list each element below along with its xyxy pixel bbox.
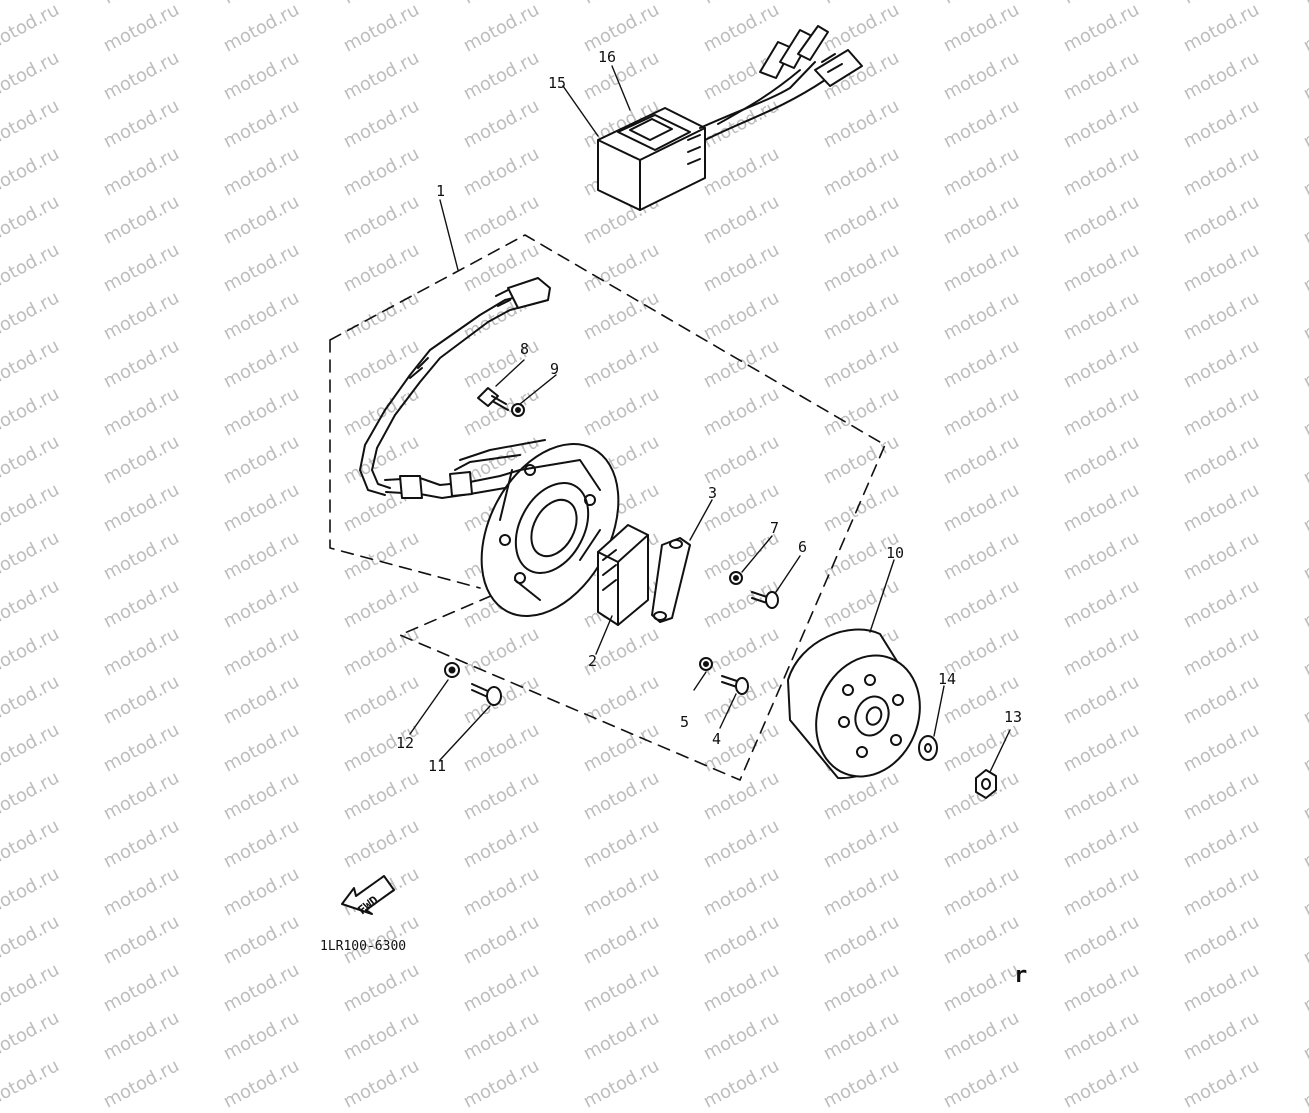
callout-5: 5 (680, 713, 689, 731)
watermark-text: motod.ru (100, 1055, 183, 1113)
nut-13 (976, 770, 996, 798)
watermark-text: motod.ru (700, 1055, 783, 1113)
watermark-text: motod.ru (340, 1007, 423, 1065)
pickup-coil (598, 525, 648, 625)
screw-6 (752, 592, 778, 608)
callout-10: 10 (886, 544, 904, 562)
callout-9: 9 (550, 360, 559, 378)
callout-15: 15 (548, 74, 566, 92)
watermark-text: motod.ru (100, 1007, 183, 1065)
watermark-text: motod.ru (220, 1007, 303, 1065)
flywheel-rotor (788, 630, 938, 793)
watermark-text: motod.ru (580, 1007, 663, 1065)
watermark-text: motod.ru (0, 1055, 63, 1113)
screw-4 (722, 676, 748, 694)
corner-mark: r (1014, 963, 1027, 982)
watermark-text: motod.ru (460, 1055, 543, 1113)
watermark-text: motod.ru (940, 1007, 1023, 1065)
stator-plate (454, 421, 646, 640)
screw-8 (478, 388, 508, 410)
callout-3: 3 (708, 484, 717, 502)
watermark-text: motod.ru (340, 1055, 423, 1113)
exploded-parts-diagram: 1 2 3 4 5 6 7 8 9 10 11 12 13 14 15 16 F… (320, 0, 1027, 982)
watermark-text: motod.ru (1300, 1055, 1309, 1113)
diagram-code: 1LR100-6300 (320, 939, 406, 954)
watermark-text: motod.ru (820, 1007, 903, 1065)
lighting-coil (652, 538, 690, 622)
callout-6: 6 (798, 538, 807, 556)
watermark-text: motod.ru (820, 1055, 903, 1113)
watermark-text: motod.ru (0, 1007, 63, 1065)
watermark-text: motod.ru (1060, 1007, 1143, 1065)
screw-11 (472, 684, 501, 705)
stator-harness (360, 278, 550, 498)
watermark-text: motod.ru (460, 1007, 543, 1065)
callout-12: 12 (396, 734, 414, 752)
watermark-text: motod.ru (940, 1055, 1023, 1113)
callout-7: 7 (770, 519, 779, 537)
watermark-text: motod.ru (1180, 1055, 1263, 1113)
callout-11: 11 (428, 757, 446, 775)
watermark-text: motod.ru (580, 1055, 663, 1113)
callout-16: 16 (598, 48, 616, 66)
callout-1: 1 (436, 182, 445, 200)
watermark-text: motod.ru (700, 1007, 783, 1065)
callout-14: 14 (938, 670, 956, 688)
watermark-text: motod.ru (1180, 1007, 1263, 1065)
watermark-text: motod.ru (1060, 1055, 1143, 1113)
callout-2: 2 (588, 652, 597, 670)
watermark-text: motod.ru (1300, 1007, 1309, 1065)
assembly-boundary (330, 235, 885, 780)
callout-13: 13 (1004, 708, 1022, 726)
washer-14 (919, 736, 937, 760)
fwd-arrow (342, 876, 394, 914)
cdi-unit (598, 26, 862, 210)
watermark-text: motod.ru (220, 1055, 303, 1113)
callout-8: 8 (520, 340, 529, 358)
callout-4: 4 (712, 730, 721, 748)
